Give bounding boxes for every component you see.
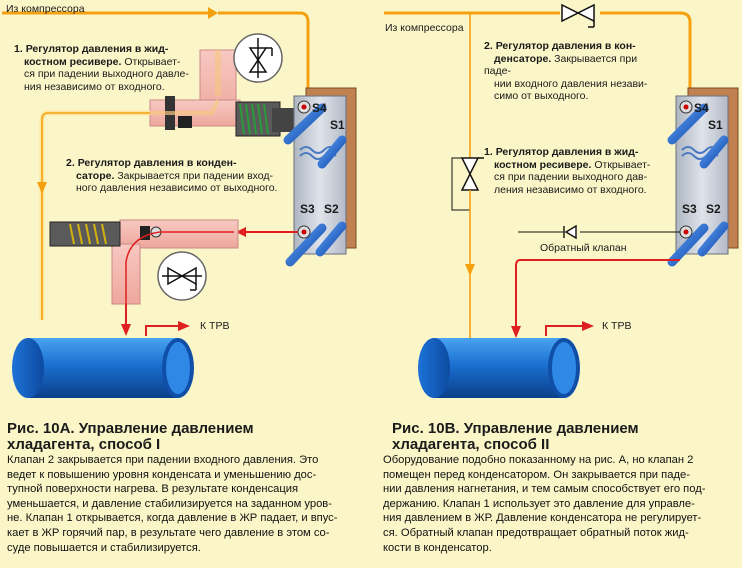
note-1-a-title: Регулятор давления в жид- xyxy=(25,43,169,55)
figure-title-a: Рис. 10А. Управление давлением хладагент… xyxy=(7,421,254,453)
figure-title-a-line2: хладагента, способ I xyxy=(7,436,161,453)
note-2-a-num: 2. xyxy=(66,157,75,169)
note-2-a-text-a: Закрывается при падении вход- xyxy=(114,169,274,182)
note-2-b-text-b: нии входного давления незави- xyxy=(494,77,648,90)
note-1-b-text-c: ления независимо от входного. xyxy=(494,183,647,196)
note-1-b-text-a: Открывает- xyxy=(591,158,651,171)
note-1-a-text-b: ся при падении выходного давле- xyxy=(24,68,189,80)
body-b-line: помещен перед конденсатором. Он закрывае… xyxy=(383,468,690,481)
compressor-label-a: Из компрессора xyxy=(6,3,85,15)
note-1-b-text-b: ся при падении выходного дав- xyxy=(494,171,648,183)
note-1-a-text-c: ния независимо от входного. xyxy=(24,80,165,93)
note-2-a-title: Регулятор давления в конден- xyxy=(77,157,237,169)
port-s3-b: S3 xyxy=(682,202,697,216)
note-2-b-text-c: симо от выходного. xyxy=(494,90,589,102)
note-2-b-title: Регулятор давления в кон- xyxy=(495,40,636,52)
note-2-a-text-b: ного давления независимо от выходного. xyxy=(76,182,278,194)
note-2-a-title2: саторе. xyxy=(76,169,115,182)
port-s4-a: S4 xyxy=(312,101,327,115)
note-1-b-title2: костном ресивере. xyxy=(494,158,592,171)
port-connectors-a xyxy=(297,100,311,239)
port-s2-b: S2 xyxy=(706,202,721,216)
note-1-a-text-a: Открывает- xyxy=(121,55,181,68)
note-2-b-text-a: Закрывается при паде- xyxy=(484,52,638,78)
port-s1-b: S1 xyxy=(708,118,723,132)
note-2-b: 2. Регулятор давления в кон- денсаторе. … xyxy=(484,40,664,103)
figure-title-b-line1: Рис. 10В. Управление давлением xyxy=(392,420,639,437)
port-s2-a: S2 xyxy=(324,202,339,216)
valve-symbol-1-b xyxy=(451,157,484,340)
receiver-feed-a xyxy=(121,304,190,336)
note-2-b-num: 2. xyxy=(484,40,493,52)
body-a-line: суде повышается и стабилизируется. xyxy=(7,541,201,554)
figure-title-b-line2: хладагента, способ II xyxy=(392,436,550,453)
body-b-line: держанию. Клапан 1 использует это давлен… xyxy=(383,497,695,510)
pressure-regulator-2-a xyxy=(49,219,239,305)
trv-label-a: К ТРВ xyxy=(200,320,230,332)
note-2-a: 2. Регулятор давления в конден- саторе. … xyxy=(66,157,296,195)
note-1-a: 1. Регулятор давления в жид- костном рес… xyxy=(14,43,204,93)
water-pipes-a xyxy=(283,103,347,267)
body-a-line: кает в ЖР горячий пар, в результате чего… xyxy=(7,526,330,539)
liquid-line-b xyxy=(511,224,680,338)
note-1-a-num: 1. xyxy=(14,43,23,55)
port-s4-b: S4 xyxy=(694,101,709,115)
body-b-line: ся. Обратный клапан предотвращает обратн… xyxy=(383,526,689,539)
port-connectors-b xyxy=(679,100,693,239)
body-a-line: не. Клапан 1 открывается, когда давление… xyxy=(7,512,338,525)
compressor-label-b: Из компрессора xyxy=(385,22,464,34)
body-a-line: ведет к повышению уровня конденсата и ум… xyxy=(7,468,317,481)
check-valve-label: Обратный клапан xyxy=(540,242,627,254)
note-2-b-title2: денсаторе. xyxy=(494,52,552,65)
port-s3-a: S3 xyxy=(300,202,315,216)
trv-label-b: К ТРВ xyxy=(602,320,632,332)
body-a-line: Клапан 2 закрывается при падении входног… xyxy=(7,454,319,466)
body-b-line: кости в конденсатор. xyxy=(383,541,492,554)
liquid-receiver-a xyxy=(12,338,194,398)
body-b-line: нии давления нагнетания, и тем самым спо… xyxy=(383,483,706,496)
hot-gas-bypass-a xyxy=(37,110,150,320)
note-1-a-title2: костном ресивере. xyxy=(24,55,122,68)
body-text-b: Оборудование подобно показанному на рис.… xyxy=(383,453,739,555)
port-s1-a: S1 xyxy=(330,118,345,132)
body-text-a: Клапан 2 закрывается при падении входног… xyxy=(7,453,367,555)
body-a-line: тупной поверхности нагрева. В результате… xyxy=(7,483,299,496)
water-pipes-b xyxy=(667,103,729,267)
body-a-line: уменьшается, и давление стабилизируется … xyxy=(7,497,332,510)
figure-title-b: Рис. 10В. Управление давлением хладагент… xyxy=(392,421,639,453)
note-1-b: 1. Регулятор давления в жид- костном рес… xyxy=(484,146,669,196)
body-b-line: ния давлением в ЖР. Давление конденсатор… xyxy=(383,512,702,525)
note-1-b-num: 1. xyxy=(484,146,493,158)
valve-symbol-2-b xyxy=(561,3,595,28)
body-b-line: Оборудование подобно показанному на рис.… xyxy=(383,454,694,466)
note-1-b-title: Регулятор давления в жид- xyxy=(495,146,639,158)
compressor-hot-line-b xyxy=(384,11,692,160)
liquid-line-a xyxy=(236,227,298,237)
figure-title-a-line1: Рис. 10А. Управление давлением xyxy=(7,420,254,437)
valve-symbol-2-a xyxy=(157,251,207,301)
pressure-regulator-1-a xyxy=(149,49,311,137)
valve-symbol-1-a xyxy=(233,33,283,83)
liquid-receiver-b xyxy=(418,338,580,398)
